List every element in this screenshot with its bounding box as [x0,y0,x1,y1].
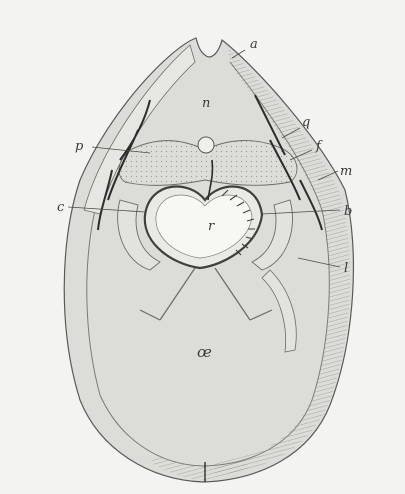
label-m: m [340,164,352,179]
label-oe: œ [197,343,212,361]
label-p: p [75,139,84,154]
label-l: l [344,261,348,276]
label-r: r [208,219,215,234]
label-q: q [302,115,310,130]
label-c: c [57,200,65,215]
label-a: a [250,37,258,52]
label-b: b [344,204,352,219]
label-n: n [202,96,210,111]
neural-canal [198,137,214,153]
